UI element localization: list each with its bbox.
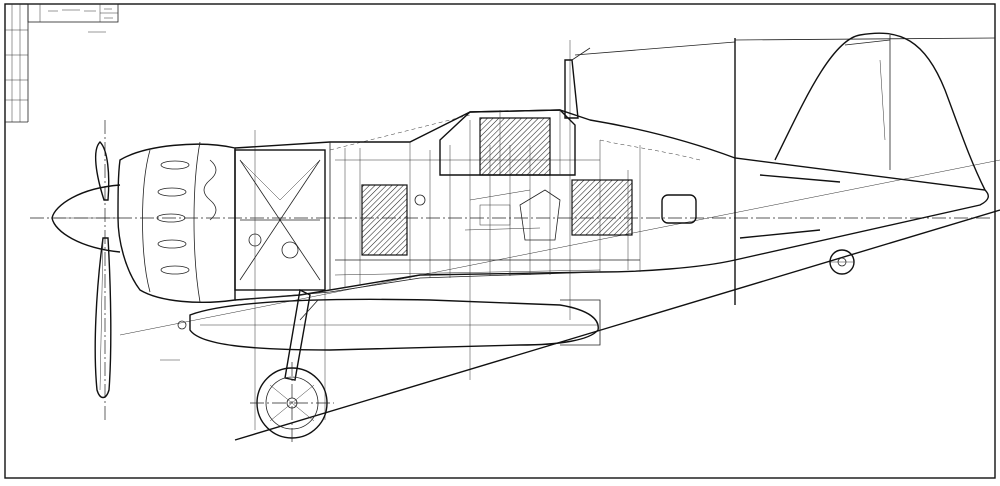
vertical-fin	[774, 32, 986, 191]
engine-cowling	[117, 143, 236, 304]
fuel-tank-aft	[571, 179, 633, 236]
pilot-seat	[519, 189, 561, 241]
tail-wheel	[829, 249, 855, 275]
fuselage-outline	[234, 109, 989, 301]
main-landing-gear	[250, 288, 334, 444]
cockpit-canopy	[439, 109, 576, 176]
propeller-lower-blade	[94, 237, 112, 399]
title-block	[5, 3, 119, 123]
canopy-armour	[479, 117, 551, 176]
exhaust-ports	[156, 160, 190, 275]
engine-mount-bay	[234, 149, 326, 291]
fuel-tank-forward	[361, 184, 408, 256]
fuselage-window	[661, 194, 697, 224]
propeller-spinner	[51, 184, 121, 253]
tailplane	[739, 174, 841, 239]
propeller-upper-blade	[94, 141, 110, 201]
sheet-border	[4, 3, 996, 479]
ground-line	[234, 209, 1000, 441]
wing-lower-surface	[239, 271, 601, 301]
drop-tank	[189, 298, 599, 351]
radio-mast	[564, 59, 579, 119]
